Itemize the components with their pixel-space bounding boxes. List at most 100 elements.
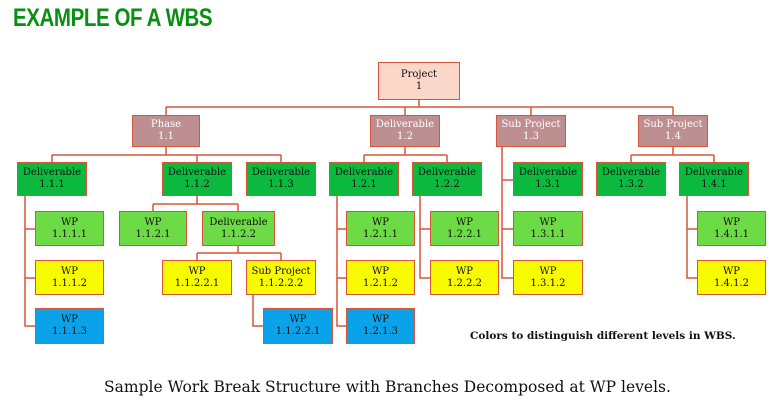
node-code: 1.4.1	[701, 179, 727, 190]
node-code: 1.2.1	[351, 179, 377, 190]
node-wp-1-4-1-2: WP 1.4.1.2	[697, 260, 766, 295]
node-wp-1-1-1-2: WP 1.1.1.2	[35, 260, 104, 295]
node-label: Deliverable	[417, 167, 477, 178]
node-label: WP	[289, 314, 307, 325]
node-subproject-1-4: Sub Project 1.4	[638, 115, 708, 147]
node-deliverable-1-1-3: Deliverable 1.1.3	[246, 162, 316, 196]
node-code: 1.2.1.3	[363, 326, 398, 337]
node-label: Deliverable	[684, 167, 744, 178]
node-code: 1.1.2.2	[221, 228, 256, 240]
node-deliverable-1-2: Deliverable 1.2	[370, 115, 440, 147]
node-code: 1.3	[523, 131, 539, 142]
node-label: WP	[539, 265, 557, 277]
node-project-1: Project 1	[378, 62, 460, 100]
node-code: 1.4	[665, 131, 681, 142]
node-code: 1.1.2.2.1	[275, 326, 321, 337]
node-label: Phase	[150, 119, 182, 130]
node-label: WP	[539, 216, 557, 228]
connector	[363, 147, 448, 162]
node-deliverable-1-1-2-2: Deliverable 1.1.2.2	[202, 211, 275, 246]
node-code: 1.3.2	[618, 179, 644, 190]
node-code: 1.1	[158, 131, 174, 142]
node-label: WP	[371, 265, 389, 277]
color-legend-note: Colors to distinguish different levels i…	[470, 330, 736, 342]
node-code: 1.2.1.2	[363, 277, 398, 289]
node-label: Project	[400, 69, 438, 80]
node-code: 1.1.2.2.1	[174, 277, 220, 289]
node-code: 1.2.1.1	[363, 228, 398, 240]
node-code: 1.2.2	[434, 179, 460, 190]
node-deliverable-1-1-2: Deliverable 1.1.2	[162, 162, 232, 196]
node-label: Deliverable	[334, 167, 394, 178]
node-subproject-1-1-2-2-2: Sub Project 1.1.2.2.2	[246, 260, 316, 295]
node-label: WP	[60, 265, 78, 277]
node-wp-1-1-2-1: WP 1.1.2.1	[119, 211, 187, 246]
node-wp-1-2-1-2: WP 1.2.1.2	[346, 260, 415, 295]
node-label: WP	[60, 314, 78, 325]
node-code: 1	[415, 81, 423, 92]
node-code: 1.1.1.3	[52, 326, 87, 337]
node-label: Deliverable	[22, 167, 82, 178]
page-title: EXAMPLE OF A WBS	[13, 4, 213, 32]
connector	[51, 147, 282, 162]
node-wp-1-2-1-1: WP 1.2.1.1	[346, 211, 415, 246]
node-label: Deliverable	[601, 167, 661, 178]
node-code: 1.1.1	[39, 179, 65, 190]
connector	[196, 246, 282, 260]
connector	[630, 147, 715, 162]
node-wp-1-1-1-3: WP 1.1.1.3	[35, 308, 104, 344]
node-label: WP	[144, 216, 162, 228]
node-label: WP	[455, 216, 473, 228]
node-label: WP	[60, 216, 78, 228]
node-wp-1-3-1-2: WP 1.3.1.2	[513, 260, 583, 295]
node-wp-1-4-1-1: WP 1.4.1.1	[697, 211, 766, 246]
connector	[419, 196, 430, 279]
connector	[252, 295, 263, 327]
node-label: WP	[722, 216, 740, 228]
node-code: 1.3.1.1	[530, 228, 566, 240]
node-code: 1.3.1	[535, 179, 561, 190]
node-wp-1-2-2-2: WP 1.2.2.2	[430, 260, 499, 295]
node-label: WP	[371, 216, 389, 228]
node-label: WP	[371, 314, 389, 325]
node-code: 1.1.2.2.2	[258, 277, 304, 289]
node-label: Deliverable	[518, 167, 578, 178]
node-label: Sub Project	[643, 119, 703, 130]
node-code: 1.4.1.1	[714, 228, 749, 240]
connector	[165, 100, 674, 115]
node-code: 1.1.2.1	[135, 228, 171, 240]
node-phase-1-1: Phase 1.1	[132, 115, 200, 147]
connector	[336, 196, 346, 327]
node-wp-1-3-1-1: WP 1.3.1.1	[513, 211, 583, 246]
node-deliverable-1-3-1: Deliverable 1.3.1	[513, 162, 583, 196]
node-label: WP	[455, 265, 473, 277]
node-wp-1-1-2-2-1-blue: WP 1.1.2.2.1	[263, 308, 333, 344]
figure-caption: Sample Work Break Structure with Branche…	[104, 378, 671, 396]
node-code: 1.2.2.1	[447, 228, 482, 240]
node-code: 1.2.2.2	[447, 277, 482, 289]
node-code: 1.2	[397, 131, 413, 142]
node-wp-1-2-2-1: WP 1.2.2.1	[430, 211, 499, 246]
node-wp-1-2-1-3: WP 1.2.1.3	[346, 308, 415, 344]
node-deliverable-1-1-1: Deliverable 1.1.1	[17, 162, 87, 196]
node-label: WP	[722, 265, 740, 277]
node-label: WP	[188, 265, 206, 277]
node-deliverable-1-2-1: Deliverable 1.2.1	[329, 162, 399, 196]
node-code: 1.1.1.2	[52, 277, 87, 289]
connector	[686, 196, 697, 279]
node-subproject-1-3: Sub Project 1.3	[496, 115, 566, 147]
node-label: Deliverable	[167, 167, 227, 178]
node-label: Sub Project	[251, 265, 311, 277]
node-label: Deliverable	[209, 216, 268, 228]
connector	[501, 147, 513, 279]
node-code: 1.4.1.2	[714, 277, 749, 289]
node-code: 1.1.2	[184, 179, 210, 190]
node-label: Sub Project	[501, 119, 561, 130]
node-label: Deliverable	[251, 167, 311, 178]
node-code: 1.3.1.2	[530, 277, 566, 289]
node-deliverable-1-2-2: Deliverable 1.2.2	[412, 162, 482, 196]
node-wp-1-1-1-1: WP 1.1.1.1	[35, 211, 104, 246]
node-deliverable-1-4-1: Deliverable 1.4.1	[679, 162, 749, 196]
node-label: Deliverable	[375, 119, 435, 130]
